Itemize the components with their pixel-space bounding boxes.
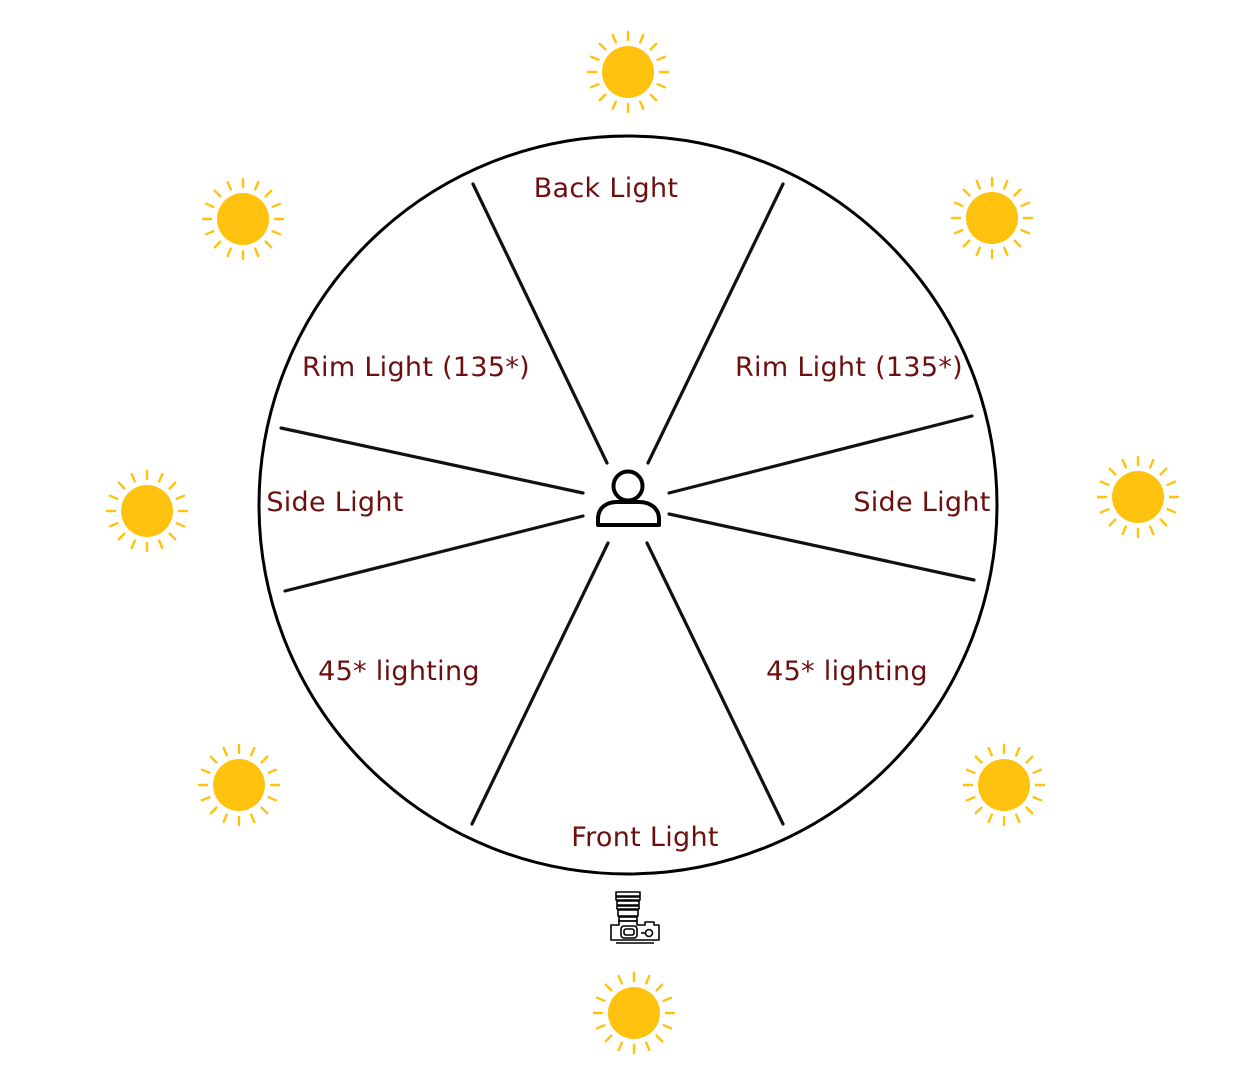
zone-labels: Back Light Rim Light (135*) Rim Light (1… (266, 173, 990, 853)
person-icon (596, 469, 661, 527)
label-side-light-left: Side Light (266, 487, 403, 518)
sun-icon-front (592, 971, 676, 1055)
sun-icon-front-left (197, 743, 281, 827)
divider-side-upper-right (667, 414, 974, 495)
label-rim-light-right: Rim Light (135*) (735, 352, 963, 383)
light-sources (105, 30, 1180, 1055)
divider-back-left (471, 182, 609, 465)
sun-icon-back-left (201, 177, 285, 261)
label-back-light: Back Light (534, 173, 679, 204)
divider-side-lower-right (667, 512, 976, 582)
sun-icon-side-right (1096, 455, 1180, 539)
label-front-light: Front Light (571, 822, 719, 853)
sun-icon-front-right (962, 743, 1046, 827)
sun-icon-side-left (105, 469, 189, 553)
lighting-circle (257, 134, 999, 876)
label-side-light-right: Side Light (853, 487, 990, 518)
sun-icon-back-right (950, 176, 1034, 260)
divider-front-left (470, 541, 610, 826)
label-45-lighting-left: 45* lighting (318, 656, 480, 687)
divider-side-lower-left (283, 514, 585, 593)
zone-dividers (279, 182, 976, 826)
divider-back-right (646, 182, 785, 465)
divider-side-upper-left (279, 426, 585, 495)
divider-front-right (645, 541, 785, 826)
label-rim-light-left: Rim Light (135*) (302, 352, 530, 383)
sun-icon-back (586, 30, 670, 114)
label-45-lighting-right: 45* lighting (766, 656, 928, 687)
camera-icon (610, 891, 660, 944)
